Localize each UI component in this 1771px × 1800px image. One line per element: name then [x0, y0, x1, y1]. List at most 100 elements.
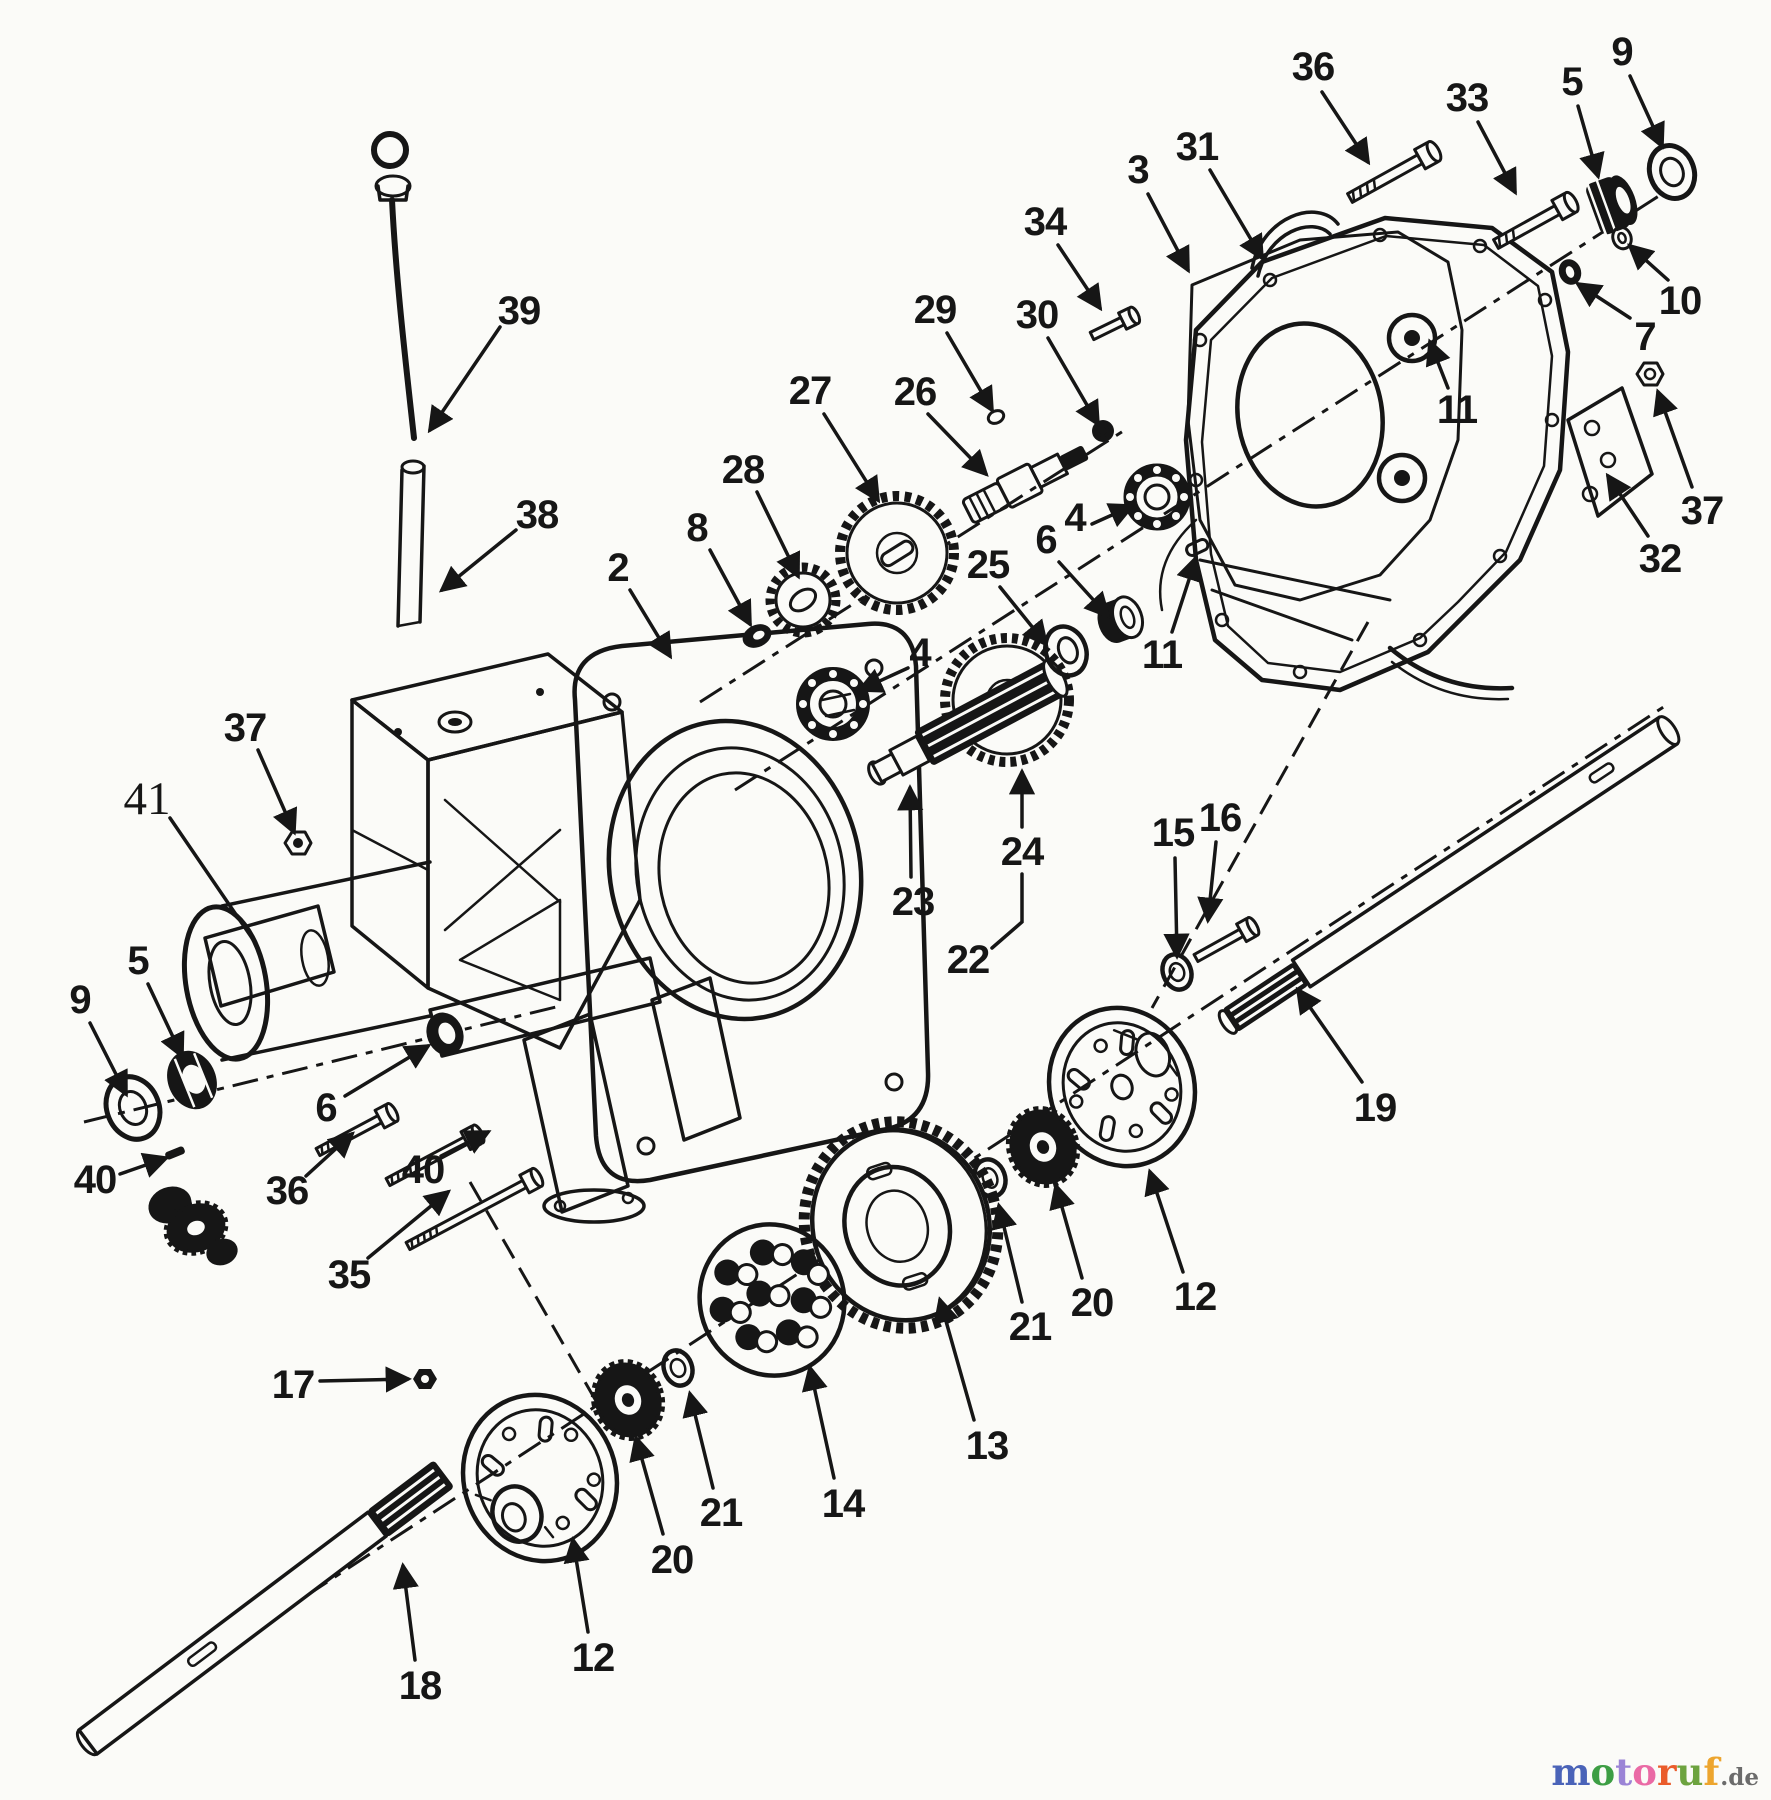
case-and-gasket [1158, 210, 1571, 701]
leader-35 [366, 1189, 452, 1260]
callout-37-left: 37 [224, 706, 267, 750]
callout-41: 41 [124, 773, 171, 825]
callout-8: 8 [686, 506, 708, 550]
leader-31 [1208, 168, 1265, 262]
callout-36-top: 36 [1292, 45, 1335, 89]
bracket-32 [1566, 386, 1654, 518]
leader-39 [427, 325, 502, 434]
leader-23 [897, 784, 924, 879]
callout-33: 33 [1446, 76, 1489, 120]
callout-20-right: 20 [1071, 1281, 1114, 1325]
watermark-letter: u [1676, 1750, 1704, 1794]
dipstick-tube [396, 459, 426, 628]
callout-3: 3 [1127, 148, 1148, 192]
leader-21-left [682, 1390, 715, 1490]
axle-shaft-18 [75, 1461, 453, 1757]
leader-12-bottom-left [563, 1536, 590, 1634]
callout-9-top: 9 [1611, 30, 1632, 74]
callout-20-left: 20 [651, 1538, 694, 1582]
callout-28: 28 [722, 448, 765, 492]
leader-10 [1627, 243, 1670, 282]
leader-6-left [343, 1043, 432, 1098]
callout-39: 39 [498, 289, 541, 333]
callout-22: 22 [947, 938, 990, 982]
callout-15: 15 [1152, 811, 1195, 855]
watermark-suffix: .de [1720, 1764, 1759, 1791]
watermark-letter: o [1590, 1750, 1616, 1794]
callout-32: 32 [1639, 537, 1682, 581]
leader-40-mid [439, 1130, 492, 1158]
callout-10: 10 [1659, 279, 1702, 323]
axle-shaft-19 [1217, 715, 1681, 1035]
leader-12-right [1144, 1168, 1185, 1274]
leader-4-right [1090, 503, 1136, 528]
callout-21-right: 21 [1009, 1305, 1052, 1349]
leader-14 [801, 1364, 836, 1480]
callout-11-upper: 11 [1437, 388, 1478, 432]
input-shaft-23 [867, 658, 1069, 786]
leader-6-mid [1057, 560, 1111, 619]
bolt-33 [1492, 190, 1580, 250]
leader-5-left [146, 982, 185, 1060]
gear-28 [765, 562, 841, 638]
spacer-8 [742, 624, 772, 648]
washer-21-left [661, 1348, 695, 1388]
callout-26: 26 [894, 370, 937, 414]
bearing-4-right [1123, 463, 1191, 531]
bolt-16 [1192, 916, 1261, 963]
callout-23: 23 [892, 880, 935, 924]
callout-35: 35 [328, 1253, 371, 1297]
key-29 [986, 409, 1006, 425]
callout-13: 13 [966, 1424, 1009, 1468]
leader-28 [755, 490, 801, 580]
callout-29: 29 [914, 288, 957, 332]
leader-41 [168, 816, 254, 940]
nut-37-left [283, 830, 313, 856]
leader-8 [708, 548, 752, 628]
leader-15 [1163, 856, 1190, 960]
callout-16: 16 [1199, 796, 1242, 840]
callout-25: 25 [967, 543, 1010, 587]
callout-5-left: 5 [127, 939, 149, 983]
brake-shaft-26 [961, 445, 1089, 524]
leader-37-right [1653, 388, 1694, 489]
leader-9-left [88, 1021, 128, 1098]
callout-27: 27 [789, 369, 832, 413]
watermark-letter: t [1615, 1750, 1633, 1794]
watermark-letter: f [1703, 1750, 1720, 1794]
leader-36-lower [304, 1131, 355, 1178]
callout-12-bottom-left: 12 [572, 1636, 615, 1680]
leader-36-top [1320, 90, 1371, 166]
bolt-35 [404, 1166, 545, 1252]
callout-7: 7 [1634, 315, 1655, 359]
roll-pin-40-left [165, 1146, 185, 1160]
leader-2 [628, 588, 673, 660]
bushing-6-left [426, 1012, 464, 1056]
callout-12-right: 12 [1174, 1275, 1217, 1319]
callout-9-left: 9 [69, 978, 90, 1022]
leader-20-right [1049, 1182, 1084, 1280]
watermark-letter: r [1656, 1750, 1677, 1794]
leader-38 [438, 528, 518, 593]
callout-6-mid: 6 [1035, 518, 1056, 562]
leader-18 [392, 1562, 419, 1662]
callout-31: 31 [1176, 125, 1219, 169]
leader-30 [1046, 336, 1100, 428]
callout-40-mid: 40 [402, 1148, 445, 1192]
washer-10 [1611, 225, 1633, 251]
callout-5-top: 5 [1561, 60, 1583, 104]
leader-25 [998, 585, 1049, 648]
bearing-5-left [167, 1050, 217, 1110]
callout-21-left: 21 [700, 1491, 743, 1535]
assembly-axis-lines [83, 190, 1666, 1738]
callout-24: 24 [1001, 830, 1045, 874]
callout-17: 17 [272, 1363, 315, 1407]
seal-9-top [1646, 143, 1698, 201]
callout-18: 18 [399, 1664, 442, 1708]
leader-11-lower [1170, 554, 1202, 634]
callout-11-lower: 11 [1142, 633, 1183, 677]
leader-22 [990, 872, 1024, 950]
watermark-motoruf[interactable]: motoruf.de [1551, 1750, 1759, 1794]
leader-7 [1574, 281, 1632, 320]
